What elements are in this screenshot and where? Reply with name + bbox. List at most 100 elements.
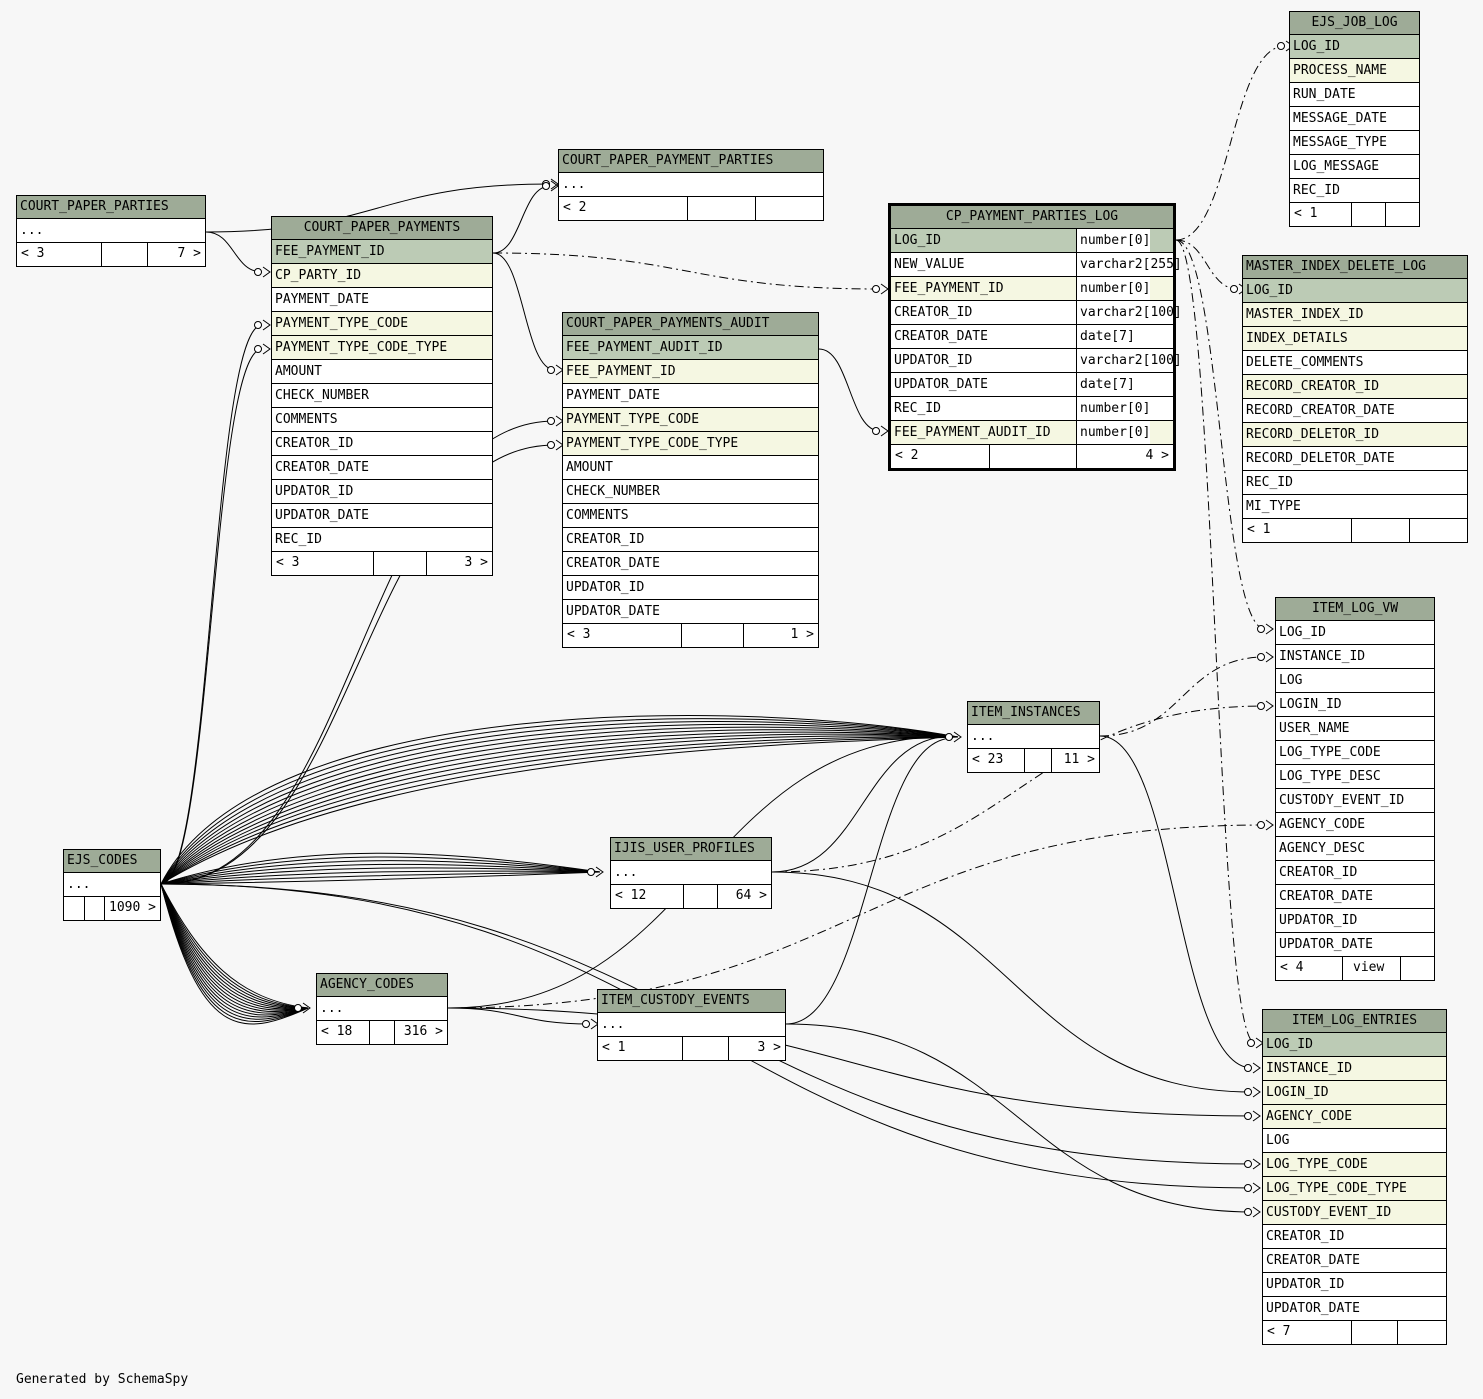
crows-foot-marker bbox=[1252, 1206, 1261, 1218]
table-row: AGENCY_CODE bbox=[1263, 1105, 1446, 1129]
table-item-instances[interactable]: ITEM_INSTANCES ... < 23 11 > bbox=[967, 701, 1100, 773]
relationship-line bbox=[160, 721, 959, 885]
relationship-end-marker bbox=[872, 285, 880, 293]
table-row: INDEX_DETAILS bbox=[1243, 327, 1467, 351]
table-row: REC_ID bbox=[1243, 471, 1467, 495]
crows-foot-marker bbox=[1265, 651, 1274, 663]
relationship-end-marker bbox=[582, 1020, 590, 1028]
relationship-line bbox=[160, 733, 959, 885]
table-row: AGENCY_CODE bbox=[1276, 813, 1434, 837]
relationship-end-marker bbox=[1257, 702, 1265, 710]
relationship-line bbox=[160, 883, 309, 1011]
table-footer: < 3 7 > bbox=[17, 243, 205, 266]
table-item-custody-events[interactable]: ITEM_CUSTODY_EVENTS ... < 1 3 > bbox=[597, 989, 786, 1061]
relationship-line bbox=[160, 736, 959, 885]
relationship-line bbox=[160, 883, 309, 1018]
table-item-log-entries[interactable]: ITEM_LOG_ENTRIES LOG_ID INSTANCE_ID LOGI… bbox=[1262, 1009, 1447, 1345]
relationship-end-marker bbox=[542, 182, 550, 190]
relationship-line bbox=[160, 852, 601, 885]
table-row: ... bbox=[559, 173, 823, 197]
table-ijis-user-profiles[interactable]: IJIS_USER_PROFILES ... < 12 64 > bbox=[610, 837, 772, 909]
table-row: COMMENTS bbox=[563, 504, 818, 528]
table-row: UPDATOR_ID bbox=[1276, 909, 1434, 933]
table-court-paper-payments[interactable]: COURT_PAPER_PAYMENTS FEE_PAYMENT_ID CP_P… bbox=[271, 216, 493, 576]
table-row: RECORD_DELETOR_ID bbox=[1243, 423, 1467, 447]
table-agency-codes[interactable]: AGENCY_CODES ... < 18 316 > bbox=[316, 973, 448, 1045]
table-row: MESSAGE_DATE bbox=[1290, 107, 1419, 131]
relationship-line bbox=[160, 856, 601, 885]
relationship-line bbox=[160, 883, 309, 1009]
table-footer: < 1 3 > bbox=[598, 1037, 785, 1060]
relationship-line bbox=[160, 726, 959, 885]
table-row: LOG_TYPE_CODE bbox=[1276, 741, 1434, 765]
table-row: RUN_DATE bbox=[1290, 83, 1419, 107]
table-row: PAYMENT_DATE bbox=[272, 288, 492, 312]
relationship-end-marker bbox=[1277, 42, 1285, 50]
table-row: FEE_PAYMENT_AUDIT_ID bbox=[563, 336, 818, 360]
table-ejs-job-log[interactable]: EJS_JOB_LOG LOG_ID PROCESS_NAME RUN_DATE… bbox=[1289, 11, 1420, 227]
table-row: CHECK_NUMBER bbox=[272, 384, 492, 408]
relationship-end-marker bbox=[1230, 285, 1238, 293]
relationship-line bbox=[205, 183, 551, 233]
table-row: LOG_ID bbox=[1276, 621, 1434, 645]
table-row: CP_PARTY_ID bbox=[272, 264, 492, 288]
relationship-end-marker bbox=[945, 733, 953, 741]
table-row: LOG_TYPE_CODE bbox=[1263, 1153, 1446, 1177]
relationship-line bbox=[160, 871, 601, 885]
table-ejs-codes[interactable]: EJS_CODES ... 1090 > bbox=[63, 849, 161, 921]
crows-foot-marker bbox=[1252, 1110, 1261, 1122]
relationship-end-marker bbox=[872, 427, 880, 435]
table-row: UPDATOR_DATE bbox=[1263, 1297, 1446, 1321]
table-court-paper-payment-parties[interactable]: COURT_PAPER_PAYMENT_PARTIES ... < 2 bbox=[558, 149, 824, 221]
relationship-line bbox=[160, 863, 601, 885]
table-header: IJIS_USER_PROFILES bbox=[611, 838, 771, 861]
relationship-line bbox=[160, 723, 959, 885]
table-master-index-delete-log[interactable]: MASTER_INDEX_DELETE_LOG LOG_ID MASTER_IN… bbox=[1242, 255, 1468, 543]
table-row: ... bbox=[317, 997, 447, 1021]
table-footer: < 7 bbox=[1263, 1321, 1446, 1344]
table-row: CREATOR_ID bbox=[272, 432, 492, 456]
table-court-paper-payments-audit[interactable]: COURT_PAPER_PAYMENTS_AUDIT FEE_PAYMENT_A… bbox=[562, 312, 819, 648]
relationship-line bbox=[160, 735, 959, 885]
table-footer: < 2 bbox=[559, 197, 823, 220]
table-row: CREATOR_DATE bbox=[1263, 1249, 1446, 1273]
crows-foot-marker bbox=[262, 319, 271, 331]
relationship-line bbox=[160, 883, 309, 1009]
table-header: AGENCY_CODES bbox=[317, 974, 447, 997]
crows-foot-marker bbox=[1265, 700, 1274, 712]
relationship-end-marker bbox=[294, 1004, 302, 1012]
table-row: REC_ID bbox=[272, 528, 492, 552]
table-row: UPDATOR_ID bbox=[272, 480, 492, 504]
relationship-line bbox=[771, 735, 954, 873]
relationship-line bbox=[492, 185, 551, 254]
table-header: COURT_PAPER_PAYMENT_PARTIES bbox=[559, 150, 823, 173]
table-item-log-vw[interactable]: ITEM_LOG_VW LOG_ID INSTANCE_ID LOG LOGIN… bbox=[1275, 597, 1435, 981]
table-court-paper-parties[interactable]: COURT_PAPER_PARTIES ... < 3 7 > bbox=[16, 195, 206, 267]
table-row: CREATOR_DATE bbox=[272, 456, 492, 480]
relationship-end-marker bbox=[1244, 1088, 1252, 1096]
table-row: CREATOR_ID bbox=[1263, 1225, 1446, 1249]
table-row: CREATOR_ID bbox=[1276, 861, 1434, 885]
table-row: INSTANCE_ID bbox=[1276, 645, 1434, 669]
table-footer: < 1 bbox=[1243, 519, 1467, 542]
table-footer: < 3 3 > bbox=[272, 552, 492, 575]
relationship-end-marker bbox=[1244, 1064, 1252, 1072]
relationship-line bbox=[160, 883, 309, 1012]
relationship-line bbox=[160, 715, 959, 885]
relationship-end-marker bbox=[547, 366, 555, 374]
relationship-line bbox=[160, 871, 601, 885]
crows-foot-marker bbox=[1252, 1158, 1261, 1170]
table-row: RECORD_CREATOR_ID bbox=[1243, 375, 1467, 399]
table-header: ITEM_INSTANCES bbox=[968, 702, 1099, 725]
table-row: CUSTODY_EVENT_ID bbox=[1276, 789, 1434, 813]
table-row: ... bbox=[598, 1013, 785, 1037]
relationship-line bbox=[1175, 239, 1266, 630]
relationship-line bbox=[1175, 239, 1239, 290]
crows-foot-marker bbox=[1252, 1182, 1261, 1194]
table-row: MI_TYPE bbox=[1243, 495, 1467, 519]
table-row: AGENCY_DESC bbox=[1276, 837, 1434, 861]
relationship-end-marker bbox=[1247, 1039, 1255, 1047]
relationship-end-marker bbox=[547, 441, 555, 449]
